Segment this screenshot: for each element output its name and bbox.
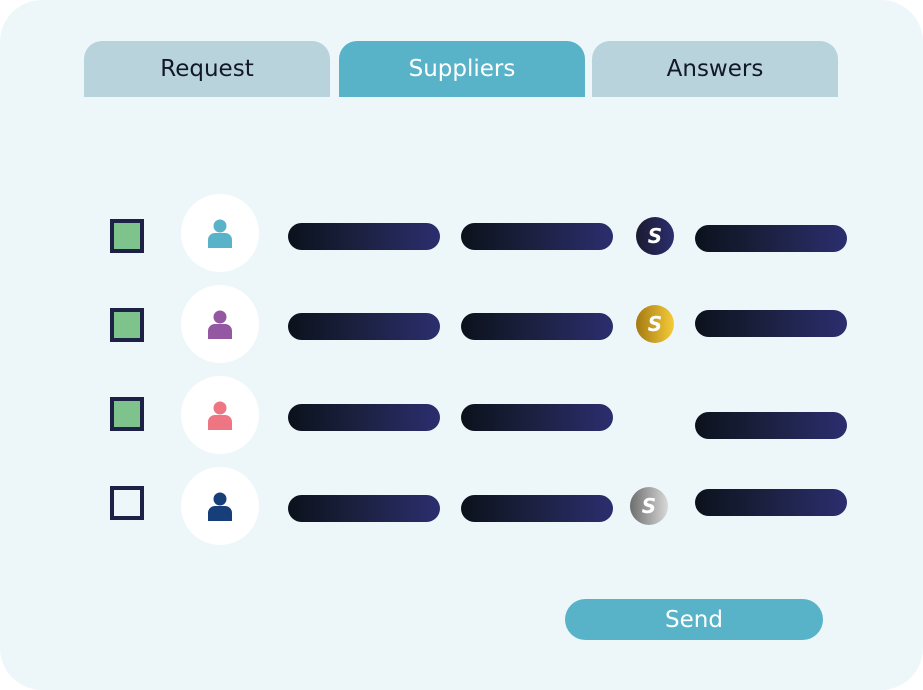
supplier-info-placeholder xyxy=(461,223,613,250)
supplier-name-placeholder xyxy=(288,313,440,340)
supplier-checkbox[interactable] xyxy=(110,219,144,253)
supplier-name-placeholder xyxy=(288,404,440,431)
supplier-answer-placeholder xyxy=(695,412,847,439)
supplier-checkbox[interactable] xyxy=(110,397,144,431)
supplier-info-placeholder xyxy=(461,313,613,340)
supplier-badge-gold-icon: S xyxy=(636,305,674,343)
supplier-name-placeholder xyxy=(288,223,440,250)
supplier-checkbox[interactable] xyxy=(110,486,144,520)
tab-request[interactable]: Request xyxy=(84,41,330,97)
tab-suppliers[interactable]: Suppliers xyxy=(339,41,585,97)
avatar xyxy=(181,467,259,545)
avatar xyxy=(181,376,259,454)
tab-answers[interactable]: Answers xyxy=(592,41,838,97)
supplier-answer-placeholder xyxy=(695,489,847,516)
supplier-info-placeholder xyxy=(461,495,613,522)
user-icon xyxy=(208,310,232,339)
user-icon xyxy=(208,492,232,521)
user-icon xyxy=(208,401,232,430)
avatar xyxy=(181,194,259,272)
supplier-badge-dark-icon: S xyxy=(636,217,674,255)
supplier-info-placeholder xyxy=(461,404,613,431)
supplier-name-placeholder xyxy=(288,495,440,522)
send-button[interactable]: Send xyxy=(565,599,823,640)
supplier-checkbox[interactable] xyxy=(110,308,144,342)
supplier-badge-silver-icon: S xyxy=(630,487,668,525)
supplier-answer-placeholder xyxy=(695,310,847,337)
user-icon xyxy=(208,219,232,248)
supplier-answer-placeholder xyxy=(695,225,847,252)
avatar xyxy=(181,285,259,363)
